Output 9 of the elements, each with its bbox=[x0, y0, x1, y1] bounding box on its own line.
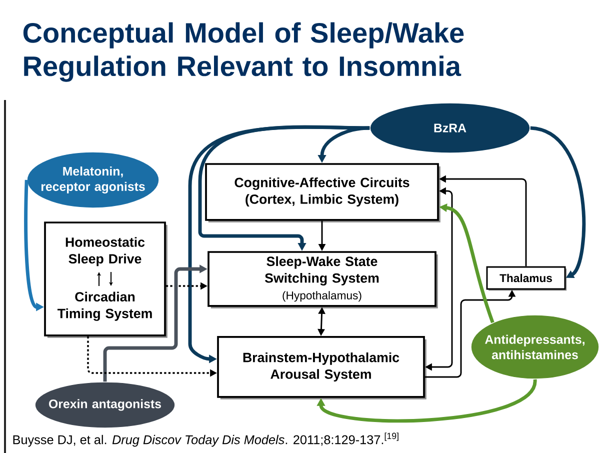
process-box: Sleep-Wake State Switching System (Hypothalamus) bbox=[208, 251, 438, 308]
title: Conceptual Model of Sleep/Wake Regulation Relevant to Insomnia bbox=[23, 22, 464, 82]
process-box: Cognitive-Affective Circuits (Cortex, Limbic System) bbox=[205, 163, 440, 222]
caption: Buysse DJ, et al. Drug Discov Today Dis Models. 2011;8:129-137.$^{[19]}$ bbox=[13, 432, 398, 447]
process-box: Thalamus bbox=[486, 266, 567, 291]
process-box: Homeostatic Sleep Drive Circadian Timing System bbox=[44, 222, 168, 338]
arrow bbox=[316, 378, 537, 423]
arrow bbox=[530, 126, 586, 278]
process-box: Brainstem-Hypothalamic Arousal System bbox=[217, 336, 426, 400]
